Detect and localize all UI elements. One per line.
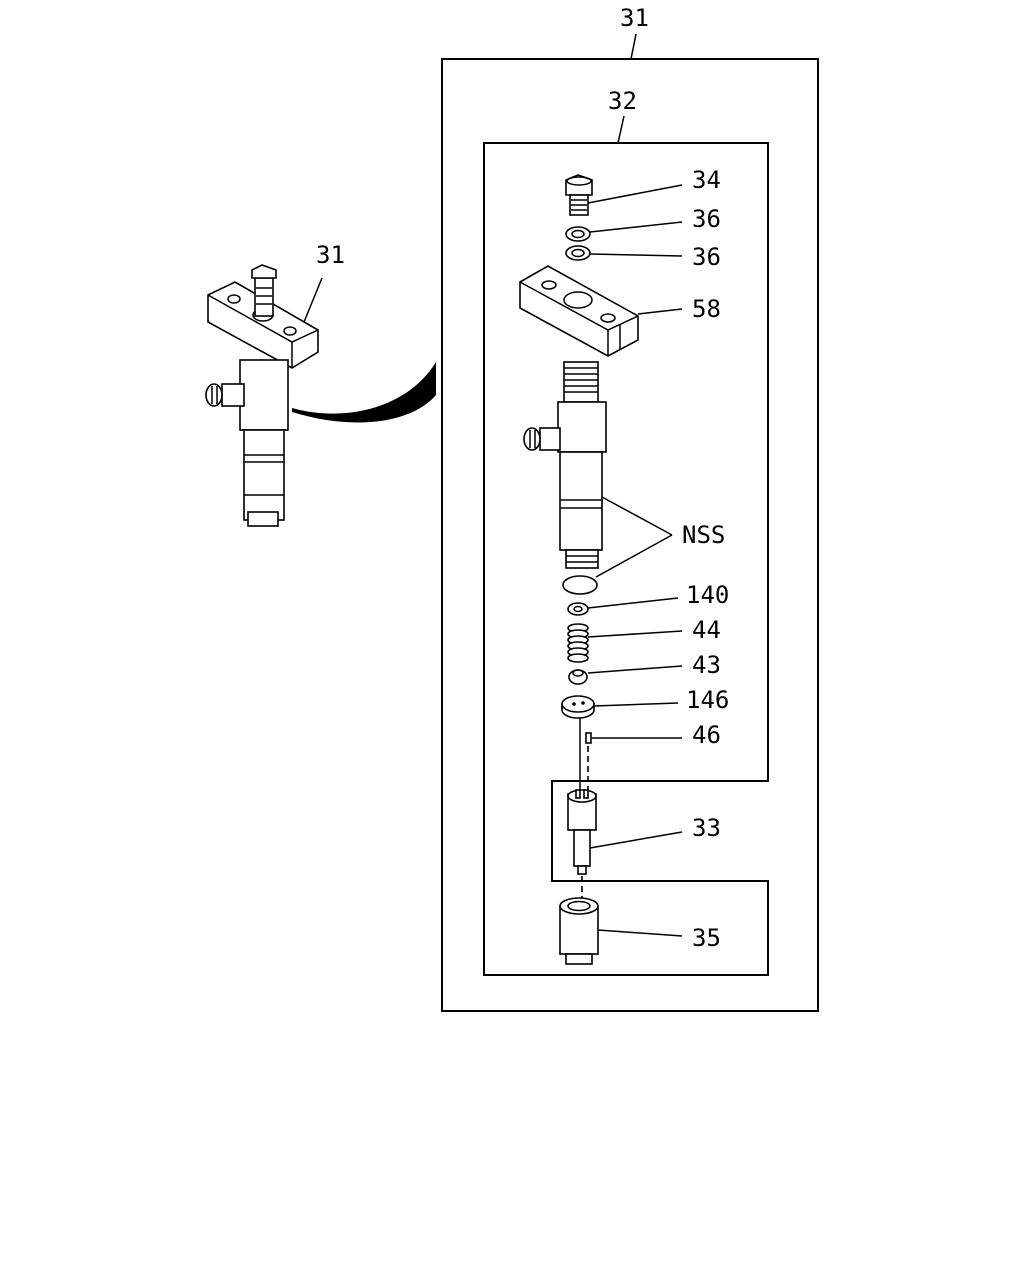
label-spring: 44 — [692, 616, 721, 644]
retaining-nut-35 — [559, 897, 599, 965]
label-plate: 146 — [686, 686, 729, 714]
label-bolt: 34 — [692, 166, 721, 194]
bolt-34 — [565, 174, 593, 216]
nozzle-33 — [567, 789, 597, 875]
plate-146 — [561, 695, 595, 719]
washer-36-lower — [565, 245, 591, 261]
washer-36-upper — [565, 226, 591, 242]
injector-body — [523, 361, 607, 569]
assembled-injector — [205, 264, 319, 527]
label-spacer: 140 — [686, 581, 729, 609]
clamp-58 — [519, 265, 639, 357]
label-washer-lower: 36 — [692, 243, 721, 271]
label-assembly-top: 31 — [620, 4, 649, 32]
spring-44 — [567, 623, 589, 663]
label-clamp: 58 — [692, 295, 721, 323]
label-washer-upper: 36 — [692, 205, 721, 233]
label-nss: NSS — [682, 521, 725, 549]
label-pin: 46 — [692, 721, 721, 749]
label-retaining-nut: 35 — [692, 924, 721, 952]
o-ring — [562, 575, 598, 595]
label-seat: 43 — [692, 651, 721, 679]
label-assembly-side: 31 — [316, 241, 345, 269]
seat-43 — [568, 669, 588, 685]
assembly-frame — [441, 58, 819, 1012]
pin-46 — [585, 732, 592, 744]
subassembly-frame — [483, 142, 769, 976]
connector-swoosh — [292, 362, 436, 423]
label-subassembly: 32 — [608, 87, 637, 115]
spacer-140 — [567, 602, 589, 616]
label-nozzle: 33 — [692, 814, 721, 842]
